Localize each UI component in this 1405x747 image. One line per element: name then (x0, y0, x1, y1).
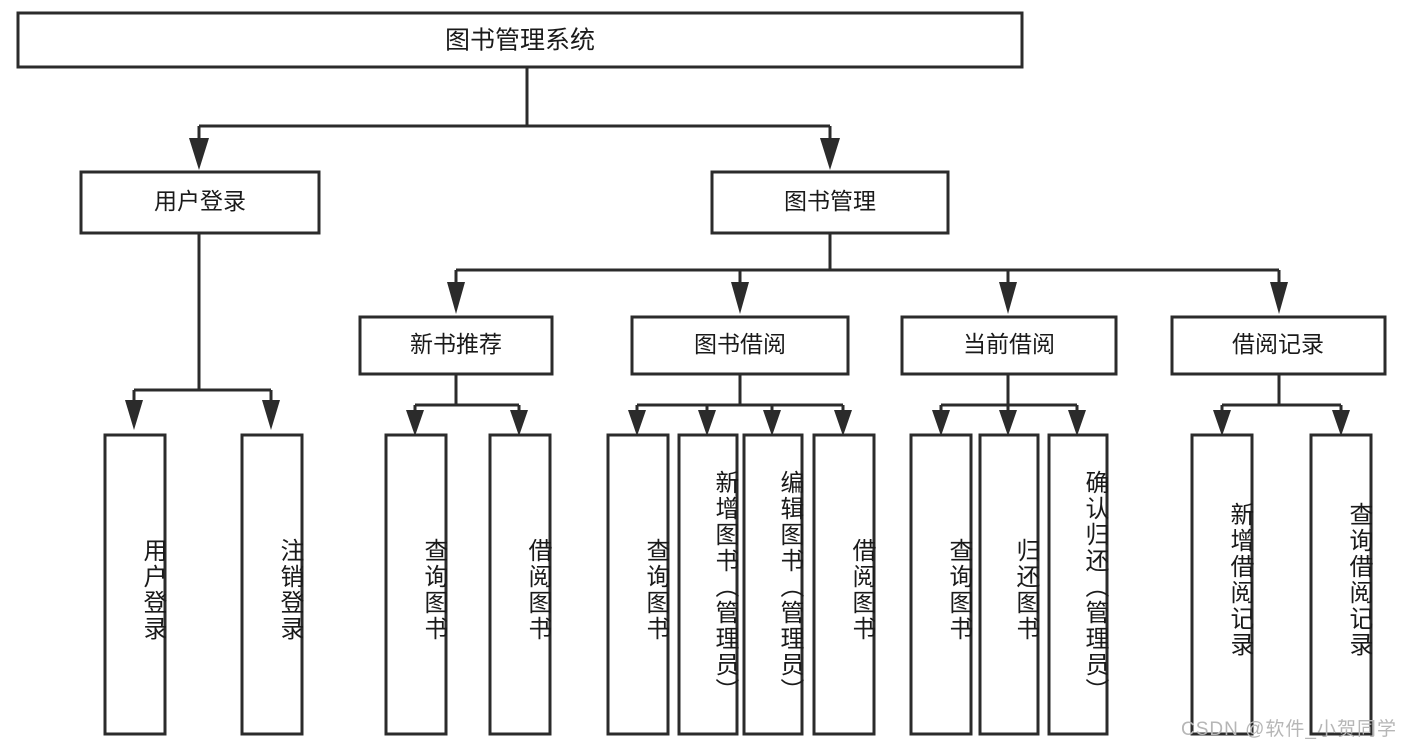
arrow-head-leaf-logout (262, 400, 280, 430)
arrow-head-leaf-query-record (1332, 410, 1350, 436)
connector-layer (125, 67, 1350, 436)
node-current-borrow-label: 当前借阅 (963, 331, 1055, 357)
arrow-head-current-borrow (999, 282, 1017, 314)
leaf-box-add-book[interactable] (677, 433, 739, 736)
node-root[interactable]: 图书管理系统 (16, 11, 1024, 69)
arrow-head-leaf-add-book (698, 410, 716, 436)
arrow-head-leaf-confirm-return (1068, 410, 1086, 436)
node-book-borrow-label: 图书借阅 (694, 331, 786, 357)
leaf-box-borrow-book-2[interactable] (812, 433, 876, 736)
arrow-head-book-borrow (731, 282, 749, 314)
arrow-head-borrow-record (1270, 282, 1288, 314)
arrow-head-new-book-recommend (447, 282, 465, 314)
node-root-label: 图书管理系统 (445, 27, 595, 55)
arrow-head-leaf-query-book-1 (406, 410, 424, 436)
node-user-login-box[interactable] (79, 170, 321, 235)
leaf-box-borrow-book-1[interactable] (488, 433, 552, 736)
node-book-management-label: 图书管理 (784, 188, 876, 214)
leaf-box-query-record[interactable] (1309, 433, 1373, 736)
node-book-borrow[interactable]: 图书借阅 (630, 315, 850, 376)
arrow-head-leaf-borrow-book-1 (510, 410, 528, 436)
arrow-head-user-login (189, 138, 209, 170)
leaf-box-layer (103, 433, 1373, 736)
node-book-management-box[interactable] (710, 170, 950, 235)
node-current-borrow-box[interactable] (900, 315, 1118, 376)
leaf-box-query-book-3[interactable] (909, 433, 973, 736)
arrow-head-leaf-query-book-2 (628, 410, 646, 436)
arrow-head-leaf-borrow-book-2 (834, 410, 852, 436)
arrow-head-leaf-user-login (125, 400, 143, 430)
node-root-box[interactable] (16, 11, 1024, 69)
node-book-management[interactable]: 图书管理 (710, 170, 950, 235)
arrow-head-leaf-edit-book (763, 410, 781, 436)
leaf-box-add-record[interactable] (1190, 433, 1254, 736)
node-book-borrow-box[interactable] (630, 315, 850, 376)
arrow-head-book-management (820, 138, 840, 170)
leaf-box-confirm-return[interactable] (1047, 433, 1109, 736)
arrow-head-leaf-add-record (1213, 410, 1231, 436)
node-borrow-record-box[interactable] (1170, 315, 1387, 376)
arrow-head-leaf-query-book-3 (932, 410, 950, 436)
node-borrow-record-label: 借阅记录 (1232, 331, 1324, 357)
csdn-watermark: CSDN @软件_小贺同学 (1181, 719, 1397, 740)
leaf-box-logout[interactable] (240, 433, 304, 736)
leaf-box-query-book-2[interactable] (606, 433, 670, 736)
leaf-box-edit-book[interactable] (742, 433, 804, 736)
node-borrow-record[interactable]: 借阅记录 (1170, 315, 1387, 376)
leaf-box-return-book[interactable] (978, 433, 1040, 736)
node-new-book-recommend-box[interactable] (358, 315, 554, 376)
node-new-book-recommend-label: 新书推荐 (410, 331, 502, 357)
node-current-borrow[interactable]: 当前借阅 (900, 315, 1118, 376)
leaf-box-query-book-1[interactable] (384, 433, 448, 736)
node-new-book-recommend[interactable]: 新书推荐 (358, 315, 554, 376)
node-user-login-label: 用户登录 (154, 188, 246, 214)
node-user-login[interactable]: 用户登录 (79, 170, 321, 235)
arrow-head-leaf-return-book (999, 410, 1017, 436)
leaf-box-user-login[interactable] (103, 433, 167, 736)
